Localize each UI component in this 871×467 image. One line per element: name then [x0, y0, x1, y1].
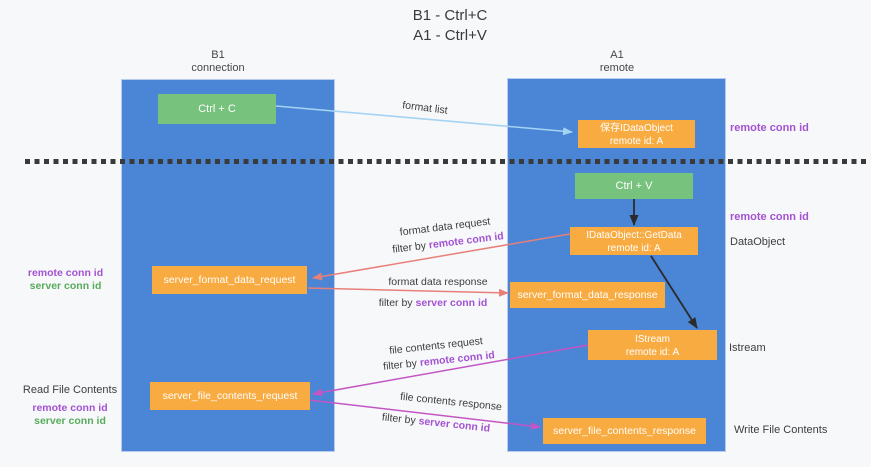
left-server-conn-id-top: server conn id [29, 280, 102, 292]
server-file-contents-request-node: server_file_contents_request [150, 382, 310, 410]
right-lane-role: remote [599, 62, 635, 74]
filter-by-text: filter by [378, 297, 413, 309]
write-file-contents-annotation: Write File Contents [734, 424, 828, 436]
read-file-contents-annotation: Read File Contents [22, 384, 118, 396]
format-list-label: format list [401, 99, 449, 117]
left-remote-conn-id-bottom: remote conn id [32, 402, 108, 414]
filter-by-text: filter by [381, 411, 417, 427]
save-dataobject-line2: remote id: A [609, 136, 664, 147]
diagram-title: B1 - Ctrl+C A1 - Ctrl+V [340, 6, 560, 46]
save-dataobject-node: 保存IDataObject remote id: A [578, 120, 695, 148]
left-remote-conn-id-top: remote conn id [27, 267, 104, 279]
left-conn-id-annotation-bottom: remote conn id server conn id [20, 402, 120, 428]
ctrl-c-node: Ctrl + C [158, 94, 276, 124]
left-lane-role: connection [191, 62, 245, 74]
title-line-1: B1 - Ctrl+C [412, 7, 488, 24]
istream-node: IStream remote id: A [588, 330, 717, 360]
left-lane-header: B1 connection [168, 49, 268, 75]
istream-line1: IStream [634, 334, 670, 345]
server-file-contents-response-node: server_file_contents_response [543, 418, 706, 444]
save-dataobject-line1: 保存IDataObject [600, 123, 673, 134]
left-lane-name: B1 [211, 49, 225, 61]
server-conn-id-text: server conn id [415, 297, 488, 309]
dataobject-annotation: DataObject [730, 236, 786, 248]
filter-by-text: filter by [382, 357, 418, 373]
remote-conn-id-annotation-mid: remote conn id [730, 211, 809, 223]
filter-by-text: filter by [391, 239, 427, 256]
getdata-line1: IDataObject::GetData [586, 230, 682, 241]
istream-annotation: Istream [729, 342, 766, 354]
server-format-data-response-node: server_format_data_response [510, 282, 665, 308]
remote-conn-id-annotation-top: remote conn id [730, 122, 809, 134]
server-format-data-request-node: server_format_data_request [152, 266, 307, 294]
title-line-2: A1 - Ctrl+V [413, 27, 487, 44]
getdata-line2: remote id: A [607, 243, 661, 254]
right-lane-header: A1 remote [567, 49, 667, 75]
format-data-response-label: format data response [388, 276, 488, 288]
right-lane-name: A1 [610, 49, 624, 61]
left-conn-id-annotation-top: remote conn id server conn id [18, 267, 113, 293]
left-server-conn-id-bottom: server conn id [34, 415, 106, 427]
server-conn-id-text: server conn id [417, 415, 491, 435]
istream-line2: remote id: A [625, 347, 680, 358]
file-contents-response-label: file contents response [399, 390, 503, 414]
ctrl-v-node: Ctrl + V [575, 173, 693, 199]
getdata-node: IDataObject::GetData remote id: A [570, 227, 698, 255]
dashed-divider [25, 159, 866, 164]
format-data-response-arrow [307, 287, 509, 297]
